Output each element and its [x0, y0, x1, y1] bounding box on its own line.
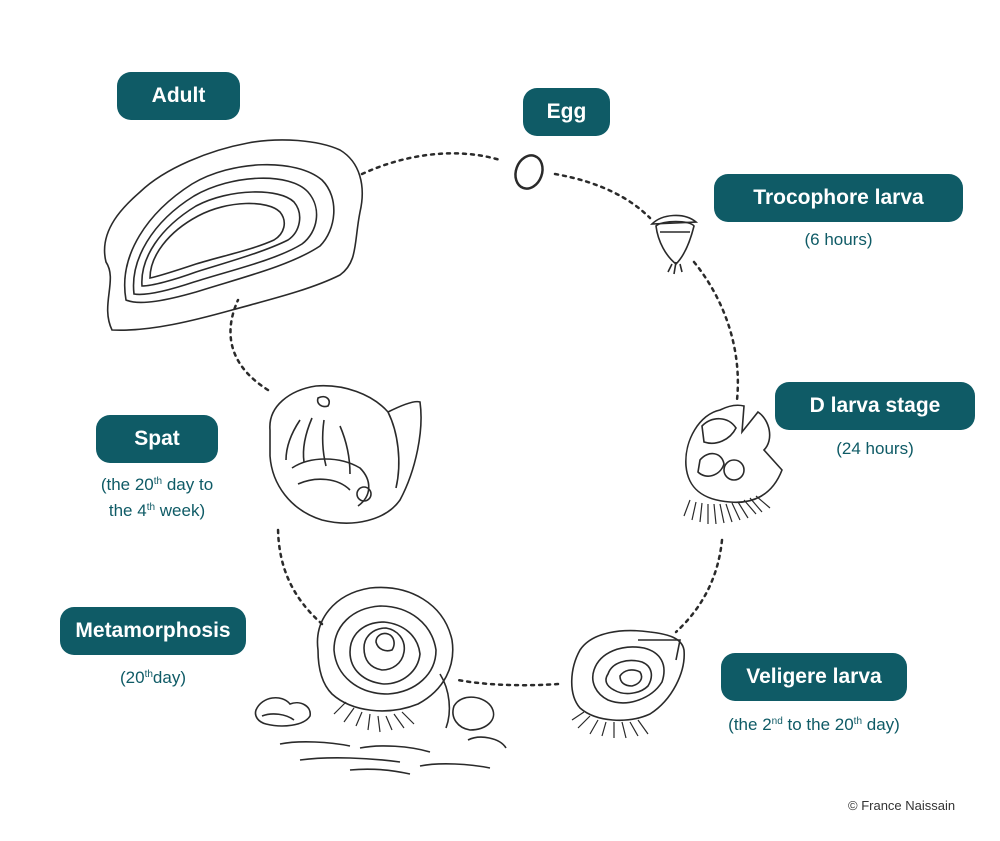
stage-label-spat: Spat: [96, 415, 218, 463]
stage-time-spat: (the 20th day to the 4th week): [100, 475, 214, 520]
spat-illustration: [269, 384, 422, 524]
metamorphosis-illustration: [254, 586, 507, 775]
adult-oyster-illustration: [103, 139, 363, 332]
veligere-larva-illustration: [570, 629, 685, 739]
cycle-arc-dlarva-veliger: [674, 538, 724, 634]
stage-time-metamorphosis: (20thday): [120, 668, 186, 687]
stage-time-trocophore-larva: (6 hours): [804, 230, 873, 249]
stage-label-veligere-larva: Veligere larva: [721, 653, 907, 701]
cycle-arc-trocho-dlarva: [692, 260, 740, 402]
copyright-credit: © France Naissain: [848, 798, 956, 813]
stage-label-d-larva: D larva stage: [775, 382, 975, 430]
cycle-arc-spat-adult: [229, 298, 270, 392]
d-larva-illustration: [683, 404, 783, 525]
stage-time-d-larva: (24 hours): [836, 439, 914, 458]
cycle-arc-meta-spat: [276, 524, 324, 626]
trocophore-larva-illustration: [649, 214, 699, 275]
cycle-arc-egg-trocho: [553, 172, 652, 220]
stage-label-egg: Egg: [523, 88, 610, 136]
egg-illustration: [514, 154, 544, 190]
stage-label-adult: Adult: [117, 72, 240, 120]
cycle-arc-adult-egg: [360, 152, 502, 176]
cycle-arc-veliger-meta: [456, 678, 560, 687]
stage-label-trocophore-larva: Trocophore larva: [714, 174, 963, 222]
stage-time-veligere-larva: (the 2nd to the 20th day): [728, 715, 900, 734]
stage-label-metamorphosis: Metamorphosis: [60, 607, 246, 655]
